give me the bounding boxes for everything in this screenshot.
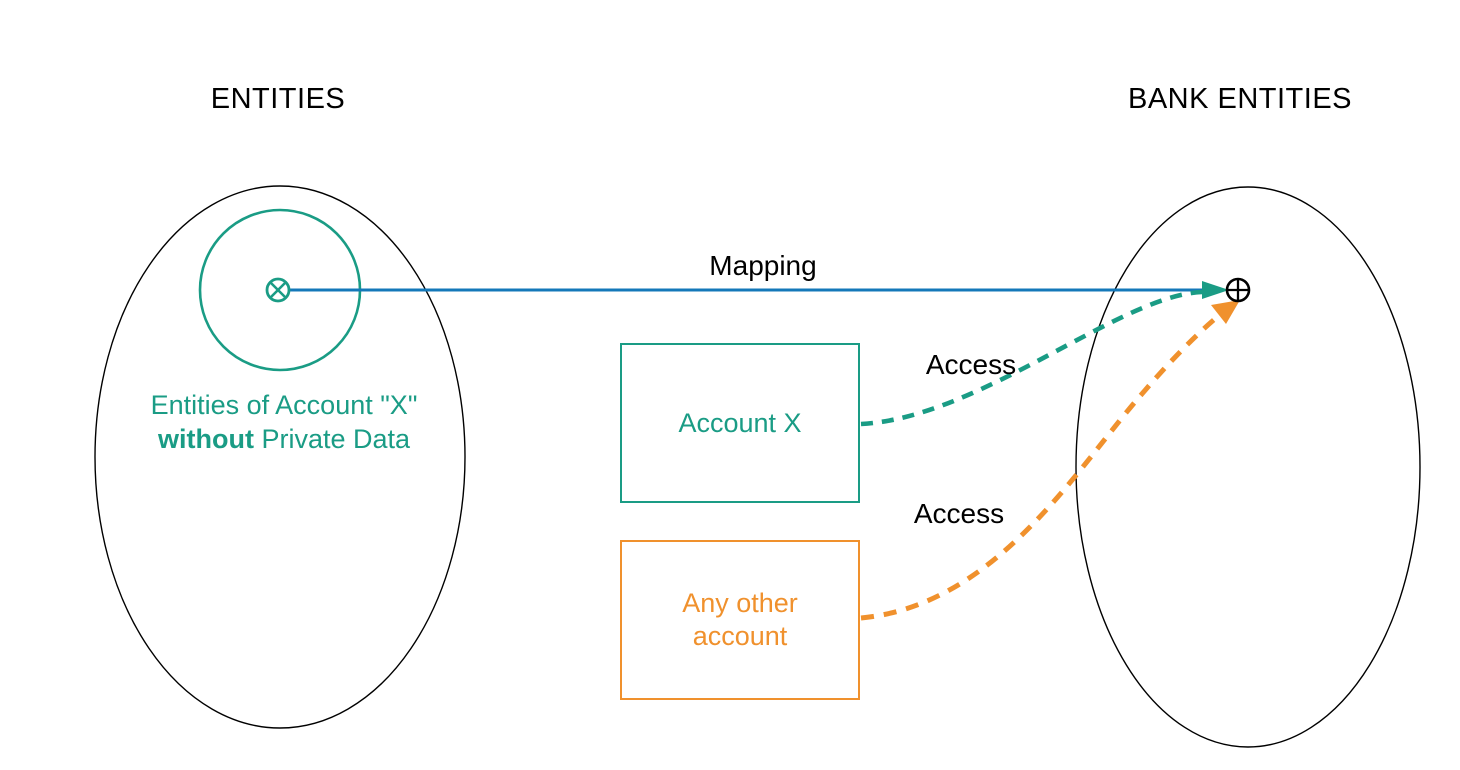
access-label-any-other: Access — [913, 498, 1005, 529]
entities-note: Entities of Account "X" without Private … — [151, 388, 418, 456]
mapping-edge-label: Mapping — [709, 250, 817, 281]
bank-entities-title: BANK ENTITIES — [1127, 83, 1353, 115]
access-edge-account-x — [860, 289, 1203, 427]
access-edge-any-other-arrowhead — [1211, 300, 1240, 324]
access-label-account-x: Access — [925, 349, 1017, 380]
account-x-label: Account X — [678, 407, 802, 438]
entities-note-line2: Private Data — [253, 424, 411, 454]
any-other-account-label-line1: Any other — [682, 588, 798, 618]
entities-set-ellipse — [94, 185, 466, 729]
access-edge-account-x-arrowhead — [1202, 281, 1229, 299]
circled-x-icon — [265, 277, 291, 303]
circled-plus-icon — [1225, 277, 1251, 303]
entities-title: ENTITIES — [210, 83, 346, 115]
access-edge-any-other-arrow — [860, 316, 1218, 621]
any-other-account-label-line2: account — [692, 621, 788, 651]
entities-note-line1: Entities of Account "X" — [150, 390, 418, 420]
entities-note-bold: without — [157, 424, 254, 454]
account-x-node: Account X — [620, 343, 860, 503]
any-other-account-node: Any other account — [620, 540, 860, 700]
bank-entities-set-ellipse — [1075, 186, 1421, 748]
